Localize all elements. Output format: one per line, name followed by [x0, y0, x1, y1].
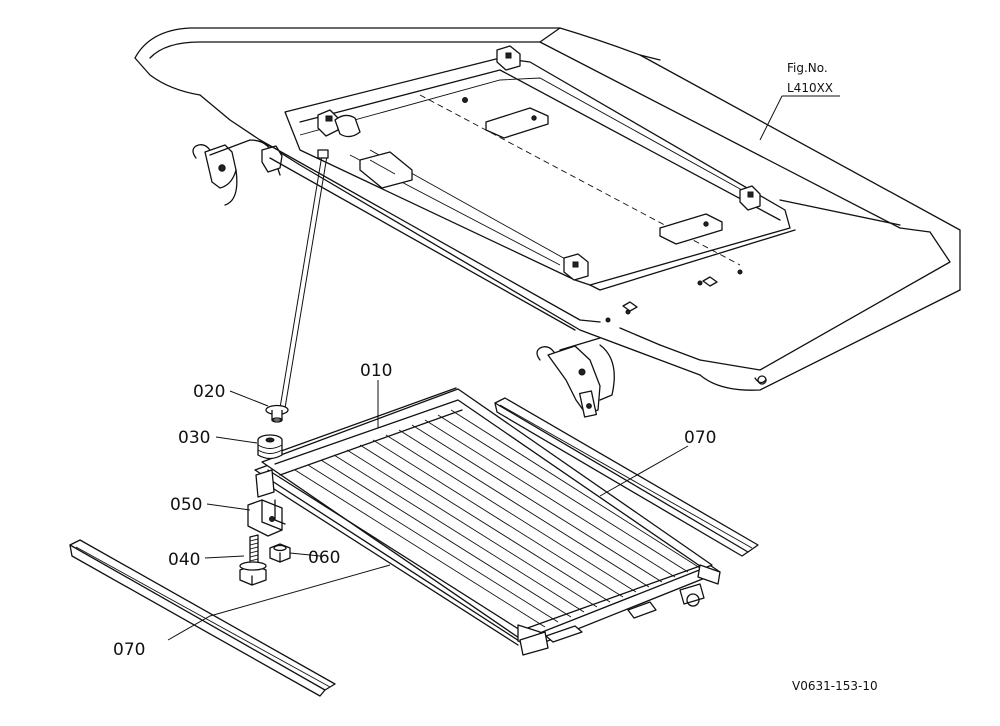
fig-number: L410XX: [787, 81, 833, 95]
cover-plate-assembly: [254, 387, 721, 656]
rubber-strip-left: [69, 539, 336, 697]
floor-platform: [134, 27, 961, 391]
floor-support-beam: [259, 139, 767, 385]
bracket-050: [247, 499, 286, 537]
nut-060: [269, 543, 291, 563]
callout-030: 030: [178, 428, 210, 448]
fig-label: Fig.No.: [787, 61, 828, 75]
right-hanger-bracket: [536, 337, 615, 418]
bolt-040: [239, 534, 267, 586]
floor-opening: [284, 57, 796, 291]
cushion-030: [257, 434, 283, 460]
bolt-020: [265, 404, 289, 423]
callout-040: 040: [168, 550, 200, 570]
callout-010: 010: [360, 361, 392, 381]
bolt-leader-line: [279, 149, 329, 409]
callout-020: 020: [193, 382, 225, 402]
callout-050: 050: [170, 495, 202, 515]
callout-060: 060: [308, 548, 340, 568]
callout-070-right: 070: [684, 428, 716, 448]
callout-070-left: 070: [113, 640, 145, 660]
drawing-code: V0631-153-10: [792, 679, 878, 693]
rubber-strip-right: [494, 397, 759, 557]
hinge-tabs: [317, 45, 761, 281]
callout-leaders: [167, 95, 840, 641]
left-hanger-bracket: [192, 139, 283, 206]
